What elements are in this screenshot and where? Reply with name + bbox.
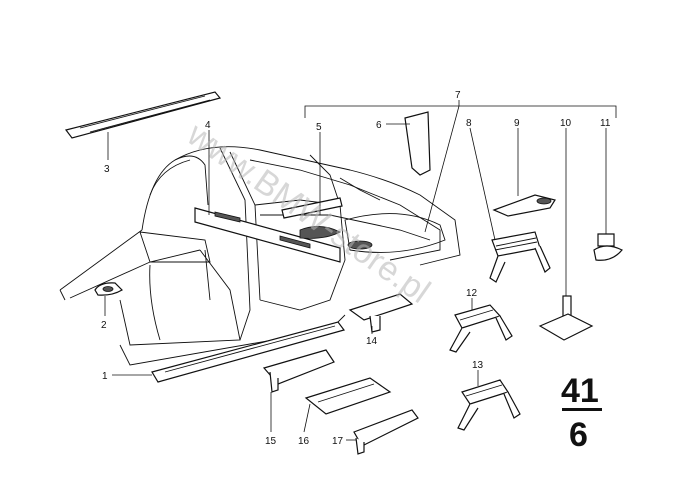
callout-13: 13 <box>472 360 484 371</box>
part-12-support <box>449 304 513 353</box>
callout-9: 9 <box>514 118 520 129</box>
part-9-plate <box>492 194 556 217</box>
part-17-bracket <box>353 409 419 455</box>
part-1-sill <box>151 321 346 383</box>
leader-lines <box>104 100 617 441</box>
callout-4: 4 <box>205 120 211 131</box>
callout-11: 11 <box>600 118 611 129</box>
part-4-crossmember <box>194 207 341 263</box>
part-11-plug <box>593 222 623 261</box>
part-15-bracket <box>262 349 335 393</box>
callout-16: 16 <box>298 436 310 447</box>
group-divider <box>562 408 602 411</box>
callout-7: 7 <box>455 90 461 101</box>
callout-15: 15 <box>265 436 277 447</box>
callout-2: 2 <box>101 320 107 331</box>
group-sub-number: 6 <box>569 416 588 454</box>
callout-10: 10 <box>560 118 572 129</box>
callout-12: 12 <box>466 288 478 299</box>
callout-5: 5 <box>316 122 322 133</box>
part-2-bracket <box>94 282 123 296</box>
part-14-bracket <box>348 293 414 333</box>
part-7-floor-pan <box>344 213 446 253</box>
callout-17: 17 <box>332 436 344 447</box>
group-number: 41 6 <box>561 372 602 454</box>
callout-1: 1 <box>102 371 108 382</box>
callout-3: 3 <box>104 164 110 175</box>
part-3-rail <box>64 91 222 139</box>
part-8-support <box>489 231 551 283</box>
callout-14: 14 <box>366 336 378 347</box>
callout-labels: 3 2 1 4 5 6 7 8 9 10 11 12 13 14 15 16 1… <box>101 90 611 447</box>
part-10-post <box>538 295 594 341</box>
part-16-plate <box>304 377 392 415</box>
part-13-support <box>457 379 521 431</box>
part-6-bracket <box>404 111 431 176</box>
group-main-number: 41 <box>561 372 599 410</box>
part-5-crossmember <box>281 197 343 239</box>
callout-6: 6 <box>376 120 382 131</box>
callout-8: 8 <box>466 118 472 129</box>
